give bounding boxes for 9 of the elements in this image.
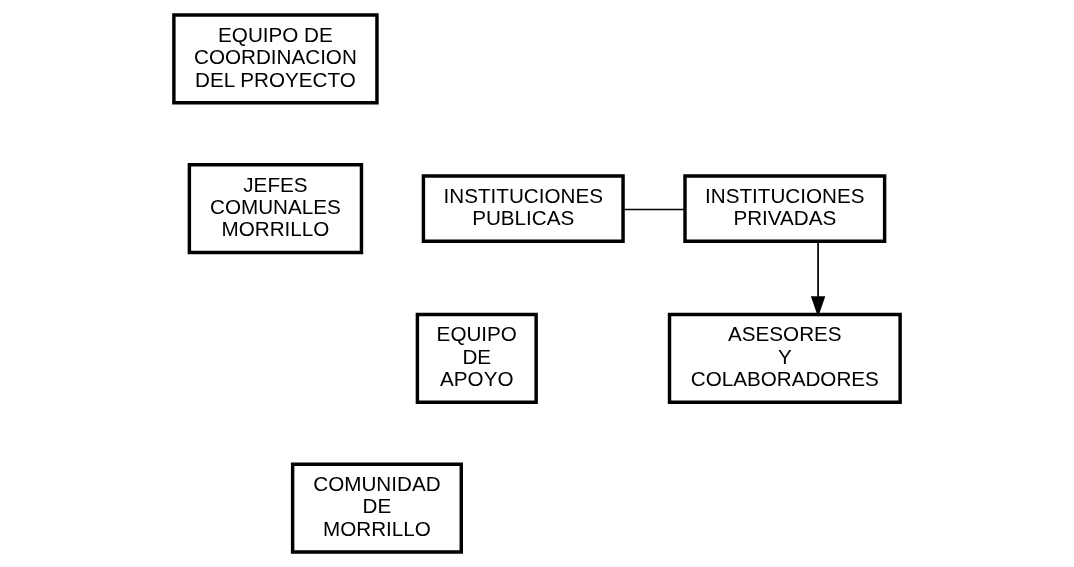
connector — [622, 208, 686, 211]
node-box: EQUIPO DE APOYO — [415, 312, 538, 404]
node-box: INSTITUCIONES PRIVADAS — [683, 174, 887, 244]
node-box: INSTITUCIONES PUBLICAS — [421, 174, 625, 244]
node-box: JEFES COMUNALES MORRILLO — [187, 163, 364, 255]
arrow — [810, 241, 826, 318]
node-box: ASESORES Y COLABORADORES — [667, 312, 902, 404]
node-box: EQUIPO DE COORDINACION DEL PROYECTO — [172, 13, 379, 105]
node-box: COMUNIDAD DE MORRILLO — [290, 462, 463, 554]
